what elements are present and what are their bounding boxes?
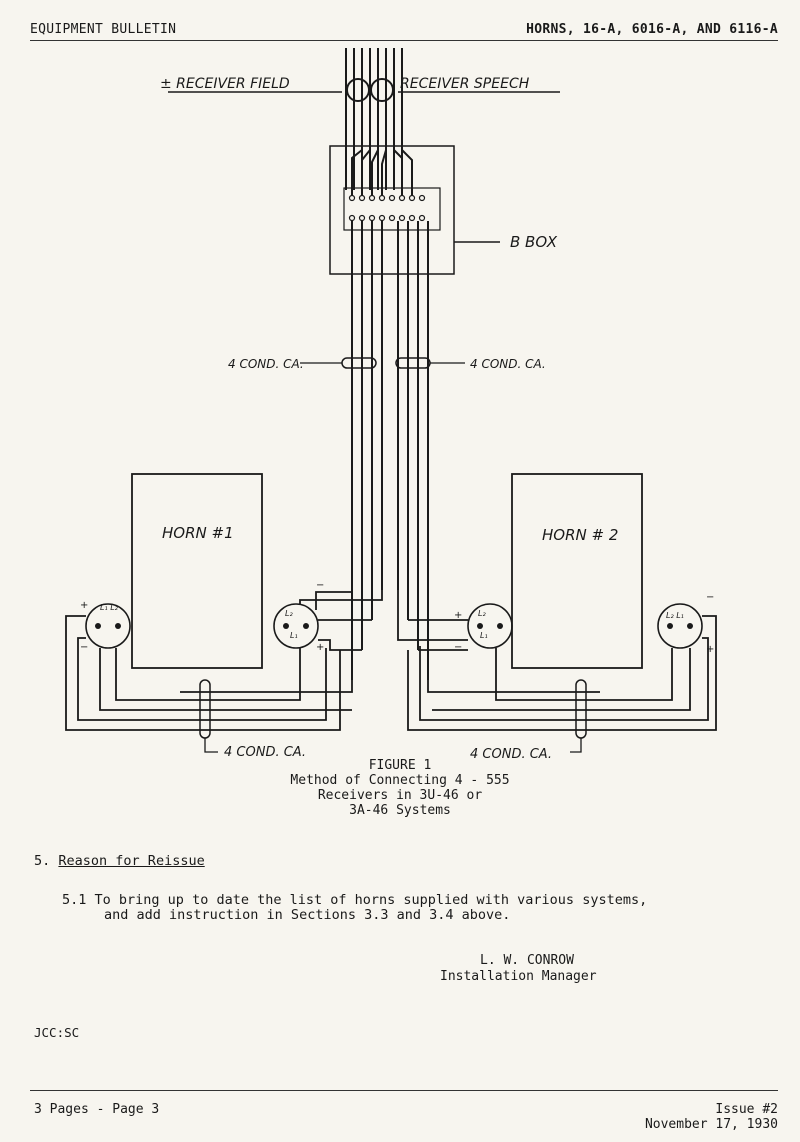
- horn-1-receiver-left: [85, 603, 131, 649]
- horn-1-receiver-right: [273, 603, 319, 649]
- svg-text:+: +: [706, 644, 714, 655]
- paragraph-number: 5.1: [62, 892, 87, 908]
- svg-text:+: +: [80, 600, 88, 611]
- paragraph-line-1: To bring up to date the list of horns su…: [94, 892, 648, 908]
- signature-name: L. W. CONROW: [480, 953, 574, 968]
- svg-text:−: −: [706, 592, 714, 603]
- svg-text:L₂: L₂: [285, 609, 293, 618]
- svg-text:+: +: [454, 610, 462, 621]
- svg-text:+: +: [316, 642, 324, 653]
- typist-initials: JCC:SC: [34, 1025, 80, 1040]
- svg-text:−: −: [80, 642, 88, 653]
- svg-text:L₂ L₁: L₂ L₁: [666, 611, 684, 620]
- header-right: HORNS, 16-A, 6016-A, AND 6116-A: [526, 22, 778, 37]
- label-cable-right: 4 COND. CA.: [470, 357, 546, 371]
- label-horn-2: HORN # 2: [542, 526, 618, 544]
- cable-clamp-speech: [370, 78, 394, 102]
- cable-clamp-left: [341, 357, 377, 369]
- svg-text:L₁: L₁: [290, 631, 298, 640]
- figure-caption-line-3: 3A-46 Systems: [349, 803, 451, 818]
- section-heading: 5. Reason for Reissue: [34, 853, 205, 869]
- footer-issue: Issue #2: [715, 1102, 778, 1117]
- cable-clamp-right: [395, 357, 431, 369]
- section-paragraph: 5.1 To bring up to date the list of horn…: [62, 893, 782, 923]
- paragraph-line-2: and add instruction in Sections 3.3 and …: [104, 907, 511, 923]
- figure-caption-line-1: Method of Connecting 4 - 555: [290, 773, 510, 788]
- label-bottom-cable-right: 4 COND. CA.: [470, 747, 552, 760]
- cable-clamp-field: [346, 78, 370, 102]
- b-box: [329, 145, 455, 275]
- svg-text:L₁ L₂: L₁ L₂: [100, 603, 119, 612]
- horn-2-receiver-right: [657, 603, 703, 649]
- figure-caption-line-2: Receivers in 3U-46 or: [317, 788, 483, 803]
- label-b-box: B BOX: [510, 233, 558, 251]
- label-horn-1: HORN #1: [162, 524, 234, 542]
- header-rule: [30, 40, 778, 41]
- footer-issue-block: Issue #2 November 17, 1930: [645, 1102, 778, 1132]
- svg-text:L₂: L₂: [478, 609, 486, 618]
- signature-title: Installation Manager: [440, 969, 597, 984]
- footer-rule: [30, 1090, 778, 1091]
- incoming-conductors: [345, 48, 403, 190]
- label-receiver-field: ± RECEIVER FIELD: [160, 76, 290, 92]
- footer-date: November 17, 1930: [644, 1117, 778, 1132]
- horn-1-box: [131, 473, 263, 669]
- footer-pages: 3 Pages - Page 3: [34, 1102, 160, 1117]
- section-number: 5.: [34, 853, 51, 869]
- header-left: EQUIPMENT BULLETIN: [30, 22, 177, 37]
- horn-2-box: [511, 473, 643, 669]
- label-bottom-cable-left: 4 COND. CA.: [224, 745, 306, 760]
- svg-text:−: −: [316, 580, 324, 591]
- horn-2-receiver-left: [467, 603, 513, 649]
- svg-text:−: −: [454, 642, 462, 653]
- label-receiver-speech: RECEIVER SPEECH: [400, 76, 530, 92]
- figure-caption: FIGURE 1 Method of Connecting 4 - 555 Re…: [0, 758, 800, 818]
- label-cable-left: 4 COND. CA.: [228, 357, 304, 371]
- svg-text:L₁: L₁: [480, 631, 488, 640]
- figure-number: FIGURE 1: [368, 758, 432, 773]
- section-title: Reason for Reissue: [58, 853, 205, 869]
- wiring-diagram: L₁ L₂ L₂ L₁ L₂ L₁ L₂ L₁ + − − + + − − + …: [65, 48, 717, 760]
